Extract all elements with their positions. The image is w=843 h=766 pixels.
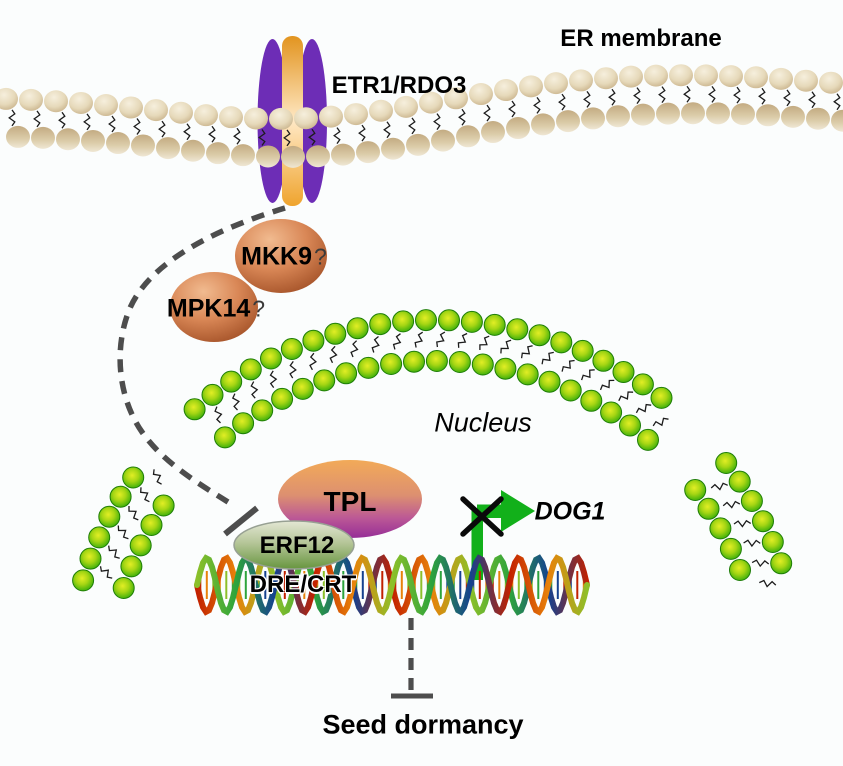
- mkk9-label: MKK9?: [241, 242, 327, 271]
- seed-dormancy-inhibition: [391, 618, 433, 699]
- er-membrane-bilayer: [0, 64, 843, 168]
- dna-double-helix: [194, 554, 590, 616]
- receptor-label: ETR1/RDO3: [331, 72, 467, 99]
- mkk9-name: MKK9: [241, 242, 313, 271]
- erf12-label: ERF12: [259, 532, 335, 559]
- tpl-label: TPL: [323, 486, 377, 517]
- kinase-ovals: [170, 219, 327, 342]
- seed-dormancy-label: Seed dormancy: [322, 709, 524, 740]
- mpk14-name: MPK14: [166, 294, 251, 323]
- mpk14-question-mark: ?: [252, 295, 266, 322]
- blocked-x-icon: [460, 496, 504, 537]
- inhibition-dashed-path: [117, 205, 286, 537]
- mpk14-label: MPK14?: [166, 294, 266, 323]
- mkk9-question-mark: ?: [314, 243, 327, 270]
- nucleus-label: Nucleus: [434, 407, 532, 438]
- transcription-factor-complex: [233, 460, 422, 570]
- er-membrane-label: ER membrane: [560, 25, 722, 52]
- nuclear-envelope-bilayer: [72, 309, 793, 599]
- dog1-gene-label: DOG1: [534, 497, 606, 526]
- dre-crt-label: DRE/CRT: [249, 571, 357, 598]
